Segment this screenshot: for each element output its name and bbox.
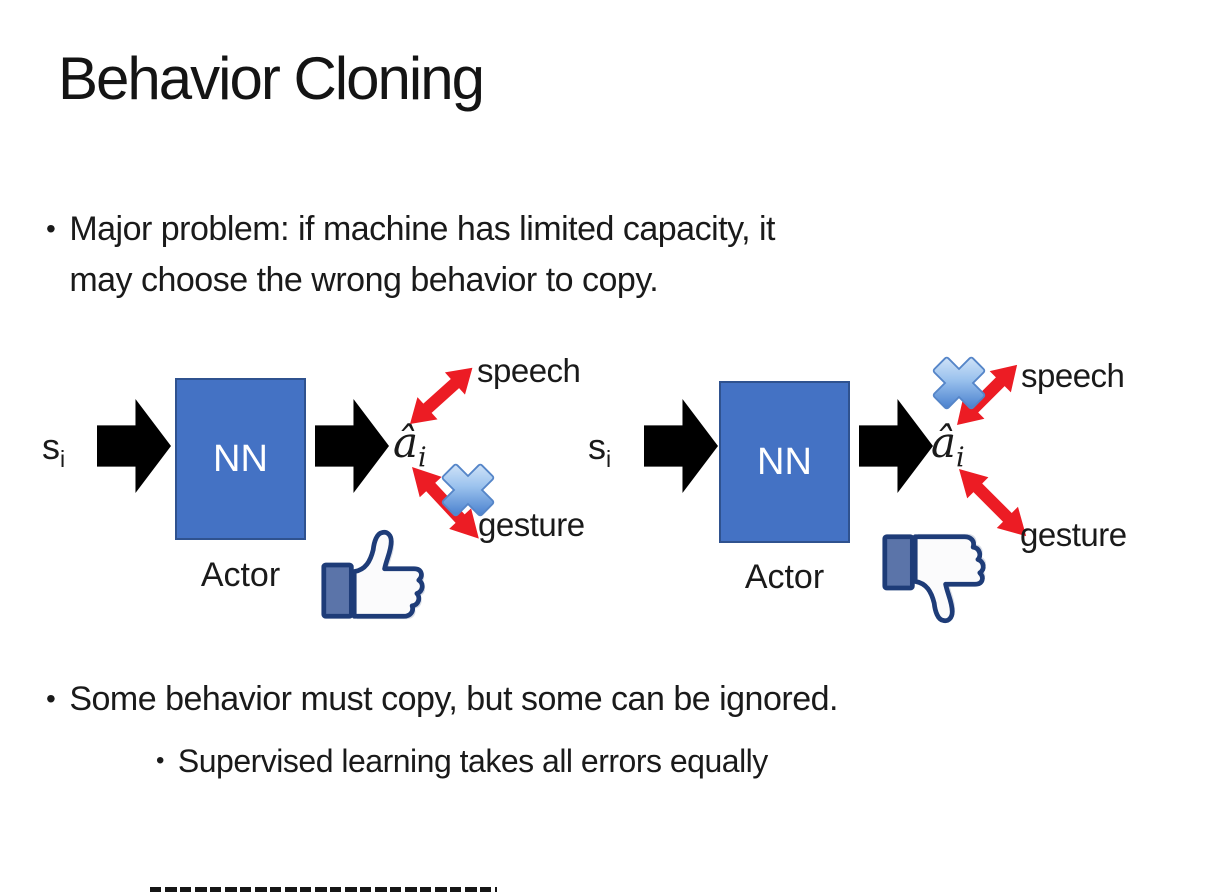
thumbs-down-icon — [881, 530, 995, 627]
bullet-dot-icon: • — [46, 213, 56, 244]
right-actor-label: Actor — [744, 558, 825, 596]
thumbs-up-icon — [320, 526, 434, 623]
nn-label: NN — [757, 440, 812, 483]
left-speech-label: speech — [477, 352, 581, 389]
slide-title: Behavior Cloning — [58, 45, 485, 112]
bullet-some-behavior: • Some behavior must copy, but some can … — [46, 674, 838, 725]
right-speech-red-double-arrow-icon — [946, 354, 1027, 435]
bullet-text: Supervised learning takes all errors equ… — [177, 743, 768, 779]
bullet-text: Some behavior must copy, but some can be… — [69, 680, 838, 718]
bullet-text: Major problem: if machine has limited ca… — [69, 210, 775, 299]
right-state-si: si — [588, 426, 612, 473]
right-speech-cross-icon — [928, 352, 990, 414]
left-actor-label: Actor — [200, 556, 281, 594]
right-input-arrow-icon — [644, 399, 718, 493]
right-gesture-red-double-arrow-icon — [948, 458, 1036, 546]
bullet-dot-icon: • — [46, 683, 56, 714]
cropped-content-sliver — [150, 887, 497, 892]
right-nn-box: NN — [719, 381, 850, 543]
bullet-dot-icon: • — [156, 747, 164, 774]
left-action-ai: âi — [393, 418, 427, 474]
left-nn-box: NN — [175, 378, 306, 540]
bullet-major-problem: • Major problem: if machine has limited … — [46, 204, 775, 306]
left-output-arrow-icon — [315, 399, 389, 493]
left-gesture-cross-icon — [437, 459, 499, 521]
right-action-ai: âi — [931, 418, 965, 474]
left-state-si: si — [42, 426, 66, 473]
right-speech-label: speech — [1021, 357, 1125, 394]
left-gesture-label: gesture — [478, 506, 585, 543]
right-gesture-label: gesture — [1020, 516, 1127, 553]
sub-bullet-supervised-learning: • Supervised learning takes all errors e… — [156, 738, 768, 784]
left-input-arrow-icon — [97, 399, 171, 493]
nn-label: NN — [213, 437, 268, 480]
right-output-arrow-icon — [859, 399, 933, 493]
left-speech-red-double-arrow-icon — [400, 357, 482, 436]
